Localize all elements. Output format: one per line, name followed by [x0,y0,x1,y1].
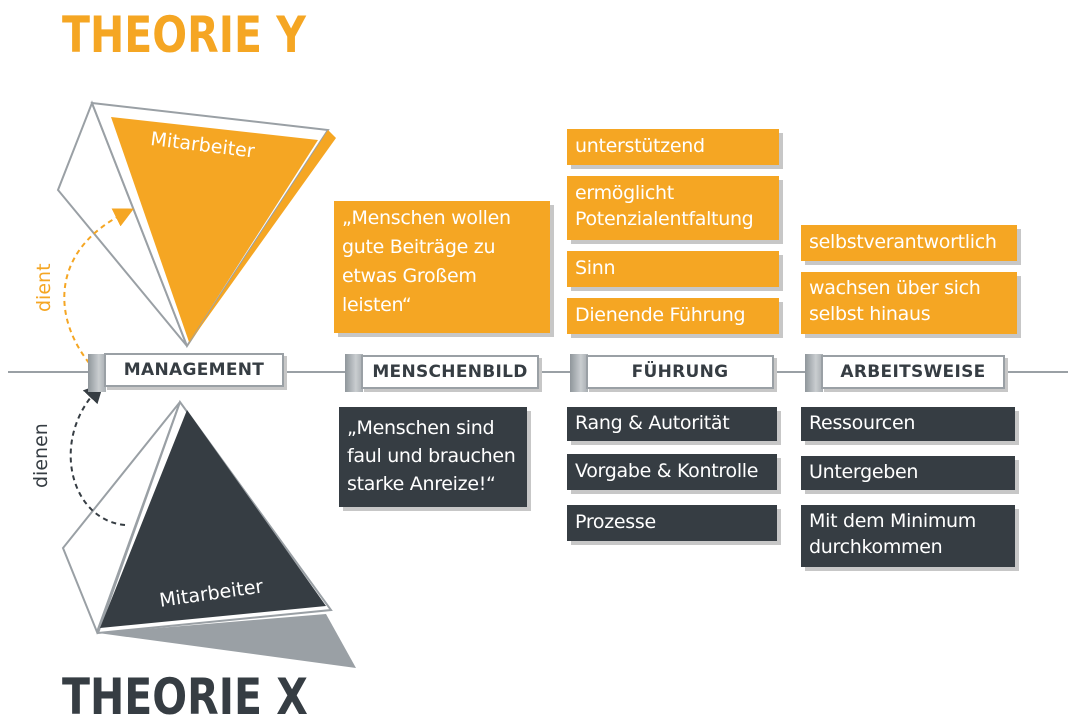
theory-y-arbeitsweise-box: selbstverantwortlich [801,225,1017,261]
fuehrung-tag: FÜHRUNG [586,355,774,389]
theory-x-fuehrung-line: Vorgabe & Kontrolle [575,460,759,482]
serves-arrow [63,208,134,371]
theory-y-title: THEORIE Y [62,6,306,64]
arbeitsweise-tag-tab [805,354,823,392]
theory-x-menschenbild-box: „Menschen sind faul und brauchen starke … [339,407,527,507]
theory-y-arbeitsweise-line: wachsen über sich [809,277,981,299]
theory-y-fuehrung-line: Dienende Führung [575,304,746,326]
theory-x-fuehrung-line: Prozesse [575,511,656,533]
theory-y-fuehrung-line: Potenzialentfaltung [575,208,754,230]
theory-x-fuehrung-box: Vorgabe & Kontrolle [567,454,777,490]
theory-x-menschenbild-line: starke Anreize!“ [347,473,496,495]
pyramid-bottom-front-face [100,410,326,628]
theory-y-menschenbild-line: gute Beiträge zu [342,236,496,258]
theory-y-arbeitsweise-line: selbst hinaus [809,303,931,325]
theory-y-arbeitsweise-box: wachsen über sich selbst hinaus [801,272,1017,334]
theory-x-fuehrung-box: Rang & Autorität [567,407,777,441]
theory-x-arbeitsweise-box: Mit dem Minimum durchkommen [801,505,1015,567]
theory-y-fuehrung-line: unterstützend [575,135,705,157]
theory-y-fuehrung-box: unterstützend [567,129,779,165]
serve-arrow [69,382,126,526]
theory-x-arbeitsweise-line: Ressourcen [809,412,916,434]
theory-y-fuehrung-box: ermöglicht Potenzialentfaltung [567,176,779,240]
theory-y-menschenbild-line: leisten“ [342,294,412,316]
management-tag: MANAGEMENT [104,353,284,387]
theory-y-pyramid [56,100,336,349]
theory-y-fuehrung-box: Sinn [567,251,779,287]
theory-x-arbeitsweise-box: Ressourcen [801,407,1015,441]
theory-x-fuehrung-line: Rang & Autorität [575,412,730,434]
fuehrung-tag-tab [570,354,588,392]
pyramid-top-front-face [111,117,318,342]
theory-x-arbeitsweise-line: Untergeben [809,461,919,483]
theory-y-fuehrung-line: ermöglicht [575,182,674,204]
menschenbild-tag: MENSCHENBILD [361,355,539,389]
serve-label: dienen [30,423,52,488]
theory-x-arbeitsweise-line: durchkommen [809,536,943,558]
theory-x-menschenbild-line: „Menschen sind [347,417,495,439]
pyramid-bottom-shadow [98,614,356,668]
theory-x-arbeitsweise-box: Untergeben [801,456,1015,490]
theory-y-fuehrung-line: Sinn [575,257,616,279]
theory-x-menschenbild-line: faul und brauchen [347,445,516,467]
theory-x-arbeitsweise-line: Mit dem Minimum [809,510,977,532]
theory-x-title: THEORIE X [62,668,308,726]
management-tag-tab [88,354,106,392]
serves-label: dient [33,263,55,312]
theory-x-pyramid [61,399,356,668]
menschenbild-tag-tab [345,354,363,392]
theory-y-menschenbild-box: „Menschen wollen gute Beiträge zu etwas … [334,201,550,333]
pyramid-top-shadow-face [187,130,336,346]
arbeitsweise-tag: ARBEITSWEISE [821,355,1005,389]
theory-y-menschenbild-line: „Menschen wollen [342,207,511,229]
theory-y-menschenbild-line: etwas Großem [342,265,477,287]
theory-y-arbeitsweise-line: selbstverantwortlich [809,231,997,253]
theory-x-fuehrung-box: Prozesse [567,505,777,541]
theory-y-fuehrung-box: Dienende Führung [567,298,779,334]
